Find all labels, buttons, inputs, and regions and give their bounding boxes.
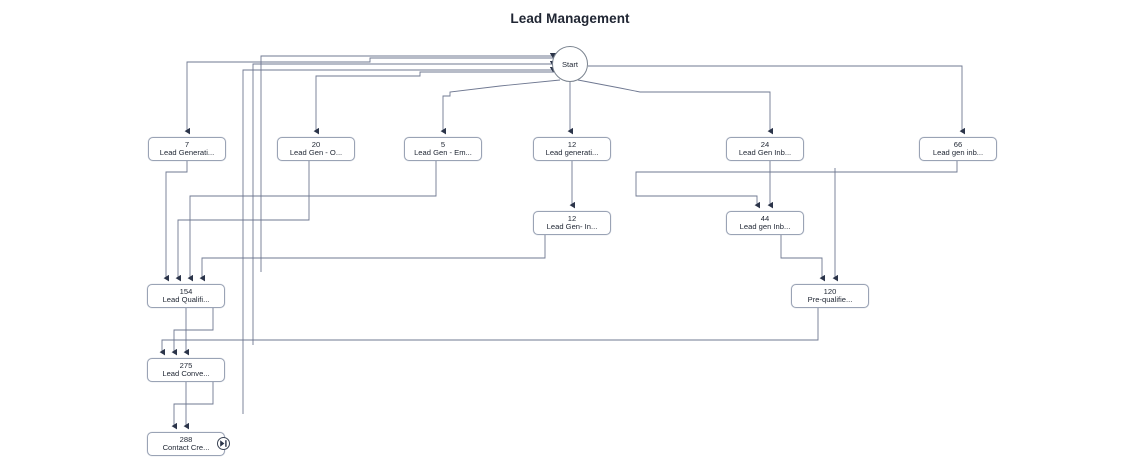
- end-glyph: [220, 440, 227, 447]
- node-count: 44: [760, 213, 770, 223]
- page-title: Lead Management: [510, 11, 630, 26]
- node-count: 12: [567, 139, 577, 149]
- edge-n120-to-n275: [159, 308, 819, 356]
- edge-loopback-c: [260, 53, 557, 272]
- edge-loopback-b: [252, 61, 557, 345]
- node-lead-qualified[interactable]: 154 Lead Qualifi...: [147, 284, 225, 308]
- node-count: 66: [953, 139, 963, 149]
- node-label: Lead Generati...: [159, 149, 215, 157]
- edge-group: [159, 53, 965, 430]
- node-label: Lead Gen - O...: [289, 149, 343, 157]
- edge-loopback-a: [242, 67, 557, 414]
- node-count: 12: [567, 213, 577, 223]
- node-lead-gen-email[interactable]: 5 Lead Gen - Em...: [404, 137, 482, 161]
- node-lead-converted[interactable]: 275 Lead Conve...: [147, 358, 225, 382]
- node-lead-generation-1[interactable]: 7 Lead Generati...: [148, 137, 226, 161]
- edge-start-to-n5: [440, 79, 561, 135]
- edge-n275b-to-n288: [171, 382, 214, 430]
- node-label: Lead generati...: [545, 149, 599, 157]
- node-label: Lead gen inb...: [932, 149, 984, 157]
- node-pre-qualified[interactable]: 120 Pre-qualifie...: [791, 284, 869, 308]
- end-marker-icon[interactable]: [217, 437, 230, 450]
- start-node-label: Start: [561, 59, 579, 69]
- start-node[interactable]: Start: [552, 46, 588, 82]
- node-contact-created[interactable]: 288 Contact Cre...: [147, 432, 225, 456]
- edge-start-to-n7: [184, 57, 553, 135]
- node-lead-gen-o[interactable]: 20 Lead Gen - O...: [277, 137, 355, 161]
- node-lead-gen-inbound-3[interactable]: 44 Lead gen Inb...: [726, 211, 804, 235]
- edge-n5-to-n154: [187, 161, 437, 282]
- node-count: 120: [823, 286, 837, 296]
- node-count: 5: [440, 139, 446, 149]
- node-count: 7: [184, 139, 190, 149]
- node-count: 275: [179, 360, 193, 370]
- edge-start-to-n24: [577, 79, 773, 135]
- edge-n154b-to-n275: [171, 308, 214, 356]
- node-count: 154: [179, 286, 193, 296]
- node-lead-gen-inbound-1[interactable]: 24 Lead Gen Inb...: [726, 137, 804, 161]
- node-lead-gen-inbound-2[interactable]: 66 Lead gen inb...: [919, 137, 997, 161]
- node-count: 288: [179, 434, 193, 444]
- node-label: Pre-qualifie...: [807, 296, 853, 304]
- node-count: 20: [311, 139, 321, 149]
- node-lead-generation-2[interactable]: 12 Lead generati...: [533, 137, 611, 161]
- edge-start-to-n20: [313, 71, 554, 135]
- node-label: Lead Conve...: [162, 370, 210, 378]
- edge-start-to-n66: [588, 65, 965, 135]
- edge-n12b-to-n154: [199, 235, 546, 282]
- edge-n20-to-n154: [175, 161, 310, 282]
- edge-n44-to-n120: [780, 235, 825, 282]
- node-lead-gen-in[interactable]: 12 Lead Gen- In...: [533, 211, 611, 235]
- node-label: Lead Gen- In...: [546, 223, 598, 231]
- node-label: Contact Cre...: [162, 444, 210, 452]
- node-count: 24: [760, 139, 770, 149]
- edge-n7-to-n154: [163, 161, 188, 282]
- node-label: Lead Gen - Em...: [414, 149, 472, 157]
- edge-n66-to-n44: [635, 161, 958, 209]
- node-label: Lead gen Inb...: [739, 223, 791, 231]
- node-label: Lead Gen Inb...: [738, 149, 792, 157]
- node-label: Lead Qualifi...: [162, 296, 210, 304]
